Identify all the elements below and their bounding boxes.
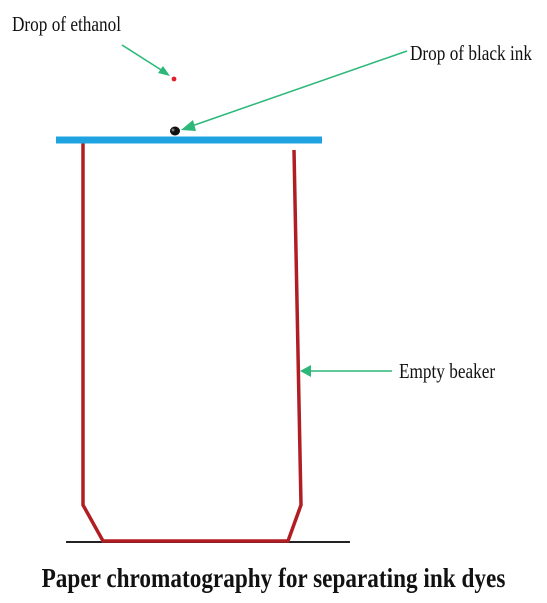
- ethanol-drop: [171, 76, 177, 82]
- label-drop-of-ethanol: Drop of ethanol: [12, 12, 122, 36]
- label-empty-beaker: Empty beaker: [399, 359, 496, 383]
- ethanol-arrow-head: [158, 66, 170, 76]
- ethanol-arrow-line: [121, 44, 167, 74]
- label-drop-of-black-ink: Drop of black ink: [410, 41, 532, 65]
- empty-beaker: [81, 140, 303, 543]
- beaker-arrow-head: [300, 365, 311, 377]
- ink-arrow-line: [185, 50, 408, 129]
- ink-arrow-head: [181, 120, 196, 131]
- pointer-arrows: [121, 44, 408, 377]
- ink-drop-highlight: [171, 128, 175, 132]
- black-ink-drop: [170, 126, 180, 136]
- figure-caption: Paper chromatography for separating ink …: [41, 563, 506, 593]
